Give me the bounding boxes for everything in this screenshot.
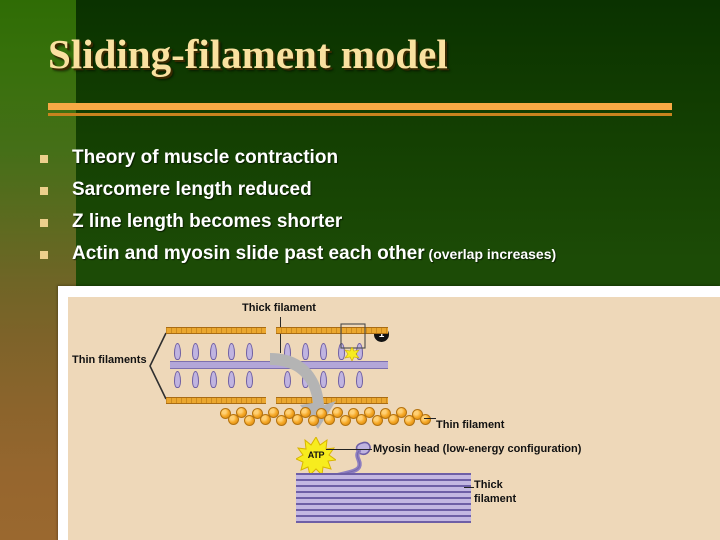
leader-line-thick-filament-bottom	[464, 487, 474, 489]
figure-label-thick-filament-line1: Thick	[474, 479, 503, 491]
figure-label-thin-filaments: Thin filaments	[72, 354, 147, 366]
actin-filament-top-left	[166, 327, 266, 334]
cross-bridge	[284, 371, 291, 388]
cross-bridge	[246, 343, 253, 360]
cross-bridge	[338, 371, 345, 388]
bullet-item-label: Actin and myosin slide past each other (…	[72, 243, 557, 264]
cross-bridge	[302, 343, 309, 360]
cross-bridge	[192, 371, 199, 388]
cross-bridge	[210, 371, 217, 388]
bullet-square-icon	[40, 187, 48, 195]
list-item: Actin and myosin slide past each other (…	[40, 242, 660, 266]
figure-canvas: 1 Thick filament Thin filaments	[68, 297, 720, 540]
thick-filament-block	[296, 473, 471, 523]
atp-marker-icon	[344, 347, 360, 361]
cross-bridge	[192, 343, 199, 360]
atp-label: ATP	[307, 450, 325, 460]
title-divider-thin	[48, 113, 672, 116]
cross-bridge	[174, 343, 181, 360]
title-divider-thick	[48, 103, 672, 110]
bullet-item-label: Z line length becomes shorter	[72, 211, 343, 232]
list-item: Z line length becomes shorter	[40, 210, 660, 233]
bullet-item-note: (overlap increases)	[428, 246, 557, 262]
figure-label-thick-filament-line2: filament	[474, 493, 517, 505]
actin-filament-top-right	[276, 327, 388, 334]
atp-star-icon	[294, 435, 338, 477]
cross-bridge	[228, 343, 235, 360]
thin-filament-detail	[220, 405, 432, 431]
leader-line-myosin-head	[326, 449, 372, 451]
list-item: Theory of muscle contraction	[40, 146, 660, 169]
magnifier-region-box	[340, 323, 366, 349]
page-title: Sliding-filament model	[48, 31, 448, 77]
cross-bridge	[356, 371, 363, 388]
bullet-square-icon	[40, 251, 48, 259]
cross-bridge	[320, 343, 327, 360]
cross-bridge	[228, 371, 235, 388]
leader-line-thin-filament	[424, 418, 436, 420]
bullet-square-icon	[40, 155, 48, 163]
leader-line-thick-filament	[280, 317, 282, 353]
atp-molecule: ATP	[294, 435, 338, 477]
bullet-square-icon	[40, 219, 48, 227]
list-item: Sarcomere length reduced	[40, 178, 660, 201]
cross-bridge	[246, 371, 253, 388]
figure-label-thin-filament: Thin filament	[436, 419, 505, 431]
bullet-item-label: Sarcomere length reduced	[72, 179, 312, 200]
figure-label-myosin-head: Myosin head (low-energy configuration)	[373, 443, 582, 455]
actin-filament-bottom-left	[166, 397, 266, 404]
cross-bridge	[174, 371, 181, 388]
bullet-list: Theory of muscle contraction Sarcomere l…	[40, 146, 660, 275]
figure-panel: 1 Thick filament Thin filaments	[58, 286, 720, 540]
bracket-icon	[149, 332, 167, 400]
figure-label-thick-filament-top: Thick filament	[242, 302, 316, 314]
cross-bridge	[320, 371, 327, 388]
cross-bridge	[210, 343, 217, 360]
bullet-item-label: Theory of muscle contraction	[72, 147, 339, 168]
